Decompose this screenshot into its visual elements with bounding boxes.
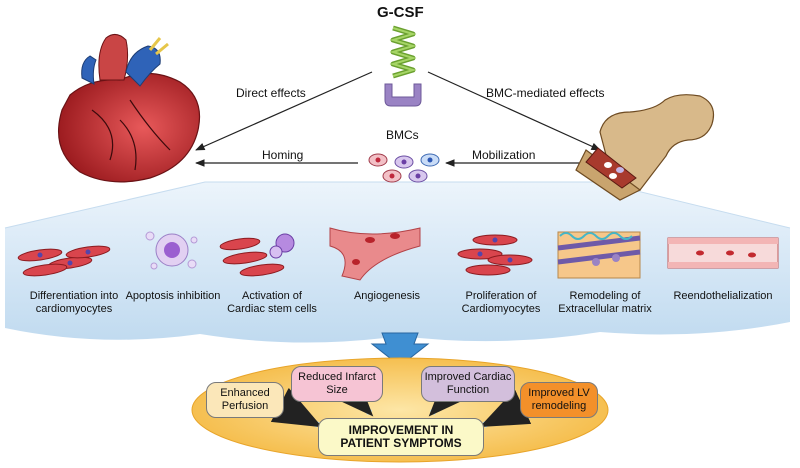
stem-cells-icon xyxy=(219,233,295,277)
heart-icon xyxy=(58,34,201,183)
label-bmcs: BMCs xyxy=(386,128,419,142)
endothelium-icon xyxy=(667,237,779,269)
gcsf-helix-icon xyxy=(384,25,422,107)
label-homing: Homing xyxy=(262,148,304,162)
mechanism-angiogenesis: Angiogenesis xyxy=(353,290,421,302)
proliferation-icon xyxy=(457,234,533,276)
angiogenesis-vessel-icon xyxy=(329,227,421,281)
down-arrow-icon xyxy=(370,332,430,367)
cardiomyocytes-icon xyxy=(17,245,111,277)
mechanism-apoptosis: Apoptosis inhibition xyxy=(125,290,221,302)
arrow-lv xyxy=(479,389,532,428)
apoptosis-cell-icon xyxy=(145,231,198,270)
label-mobilization: Mobilization xyxy=(472,148,536,162)
extracellular-matrix-icon xyxy=(557,231,641,279)
perspective-band xyxy=(5,182,790,343)
label-direct-effects: Direct effects xyxy=(236,86,306,100)
arrow-direct-effects xyxy=(195,71,373,151)
bone-icon xyxy=(575,94,715,201)
arrow-bmc-mediated xyxy=(427,71,601,151)
bmcs-cluster-icon xyxy=(368,153,440,183)
arrow-perfusion xyxy=(270,387,323,428)
label-bmc-mediated: BMC-mediated effects xyxy=(486,86,605,100)
mechanism-reendothelialization: Reendothelialization xyxy=(673,290,773,302)
gcsf-title: G-CSF xyxy=(377,4,424,21)
